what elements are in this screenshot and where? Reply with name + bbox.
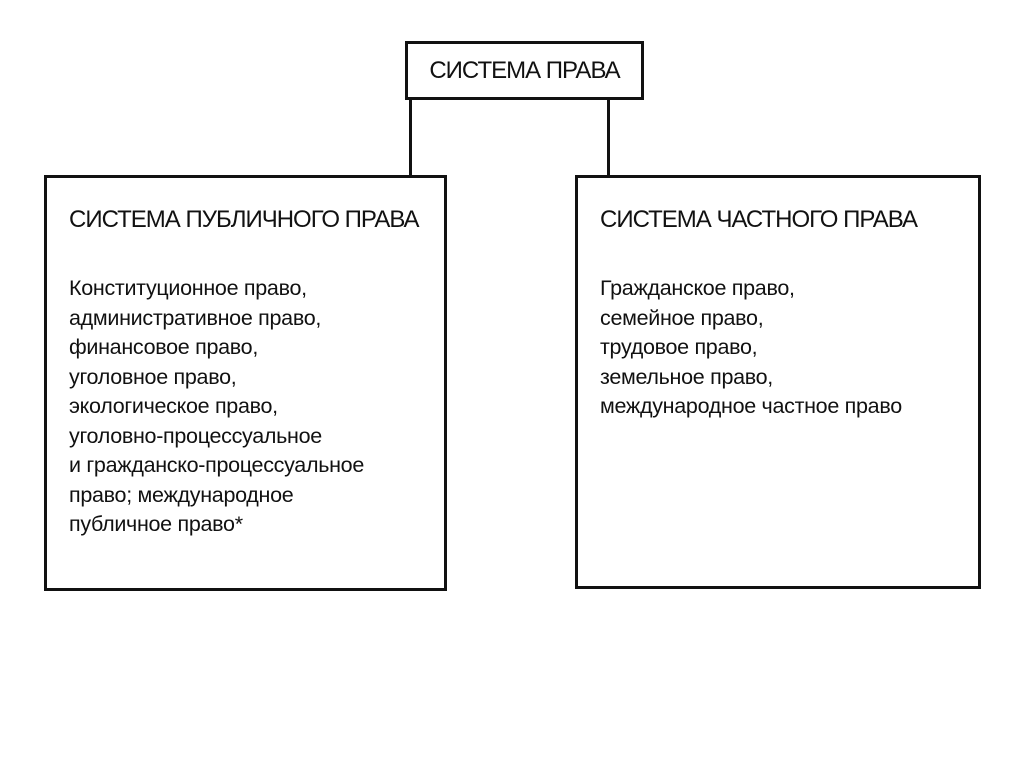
list-item: право; международное xyxy=(69,482,294,507)
private-law-list: Гражданское право, семейное право, трудо… xyxy=(600,274,902,422)
root-node-system-of-law: СИСТЕМА ПРАВА xyxy=(405,41,644,100)
list-item: Гражданское право, xyxy=(600,276,795,300)
list-item: финансовое право, xyxy=(69,335,258,359)
private-law-node: СИСТЕМА ЧАСТНОГО ПРАВА Гражданское право… xyxy=(575,175,981,589)
list-item: Конституционное право, xyxy=(69,276,307,300)
list-item: трудовое право, xyxy=(600,335,758,359)
root-node-title: СИСТЕМА ПРАВА xyxy=(429,56,620,84)
list-item: уголовно-процессуальное xyxy=(69,423,322,448)
public-law-node: СИСТЕМА ПУБЛИЧНОГО ПРАВА Конституционное… xyxy=(44,175,447,591)
private-law-title: СИСТЕМА ЧАСТНОГО ПРАВА xyxy=(600,206,918,233)
list-item: публичное право* xyxy=(69,512,243,536)
connector-left xyxy=(409,99,412,177)
list-item: административное право, xyxy=(69,305,322,330)
list-item: семейное право, xyxy=(600,305,764,330)
list-item: уголовное право, xyxy=(69,364,237,389)
connector-right xyxy=(607,99,610,177)
public-law-title: СИСТЕМА ПУБЛИЧНОГО ПРАВА xyxy=(69,206,420,233)
list-item: международное частное право xyxy=(600,394,902,418)
list-item: и гражданско-процессуальное xyxy=(69,453,364,477)
list-item: экологическое право, xyxy=(69,394,278,418)
list-item: земельное право, xyxy=(600,364,773,389)
public-law-list: Конституционное право, административное … xyxy=(69,274,364,540)
